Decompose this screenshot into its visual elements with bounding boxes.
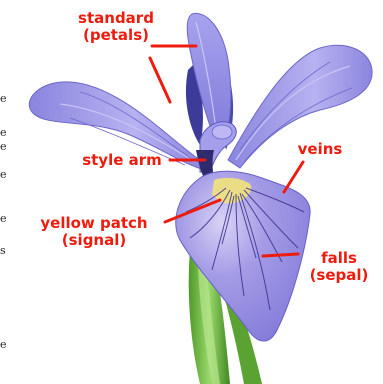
- label-yellow-patch-line2: (signal): [24, 232, 164, 249]
- edge-glyph: e: [0, 338, 7, 351]
- edge-glyph: e: [0, 140, 7, 153]
- label-style-arm-text: style arm: [72, 152, 172, 169]
- label-yellow-patch: yellow patch (signal): [24, 215, 164, 249]
- edge-glyph: s: [0, 244, 6, 257]
- leader-veins: [284, 162, 303, 192]
- label-standard-line1: standard: [58, 10, 174, 27]
- label-style-arm: style arm: [72, 152, 172, 169]
- label-standard-line2: (petals): [58, 27, 174, 44]
- edge-glyph: e: [0, 92, 7, 105]
- label-veins-text: veins: [290, 141, 350, 158]
- leader-standard-bottom: [150, 58, 170, 102]
- leader-falls: [263, 254, 298, 256]
- edge-glyph: e: [0, 212, 7, 225]
- label-standard: standard (petals): [58, 10, 174, 44]
- edge-glyph: e: [0, 168, 7, 181]
- edge-glyph: e: [0, 126, 7, 139]
- label-veins: veins: [290, 141, 350, 158]
- label-falls-line1: falls: [296, 250, 382, 267]
- label-yellow-patch-line1: yellow patch: [24, 215, 164, 232]
- label-falls-line2: (sepal): [296, 267, 382, 284]
- label-falls: falls (sepal): [296, 250, 382, 284]
